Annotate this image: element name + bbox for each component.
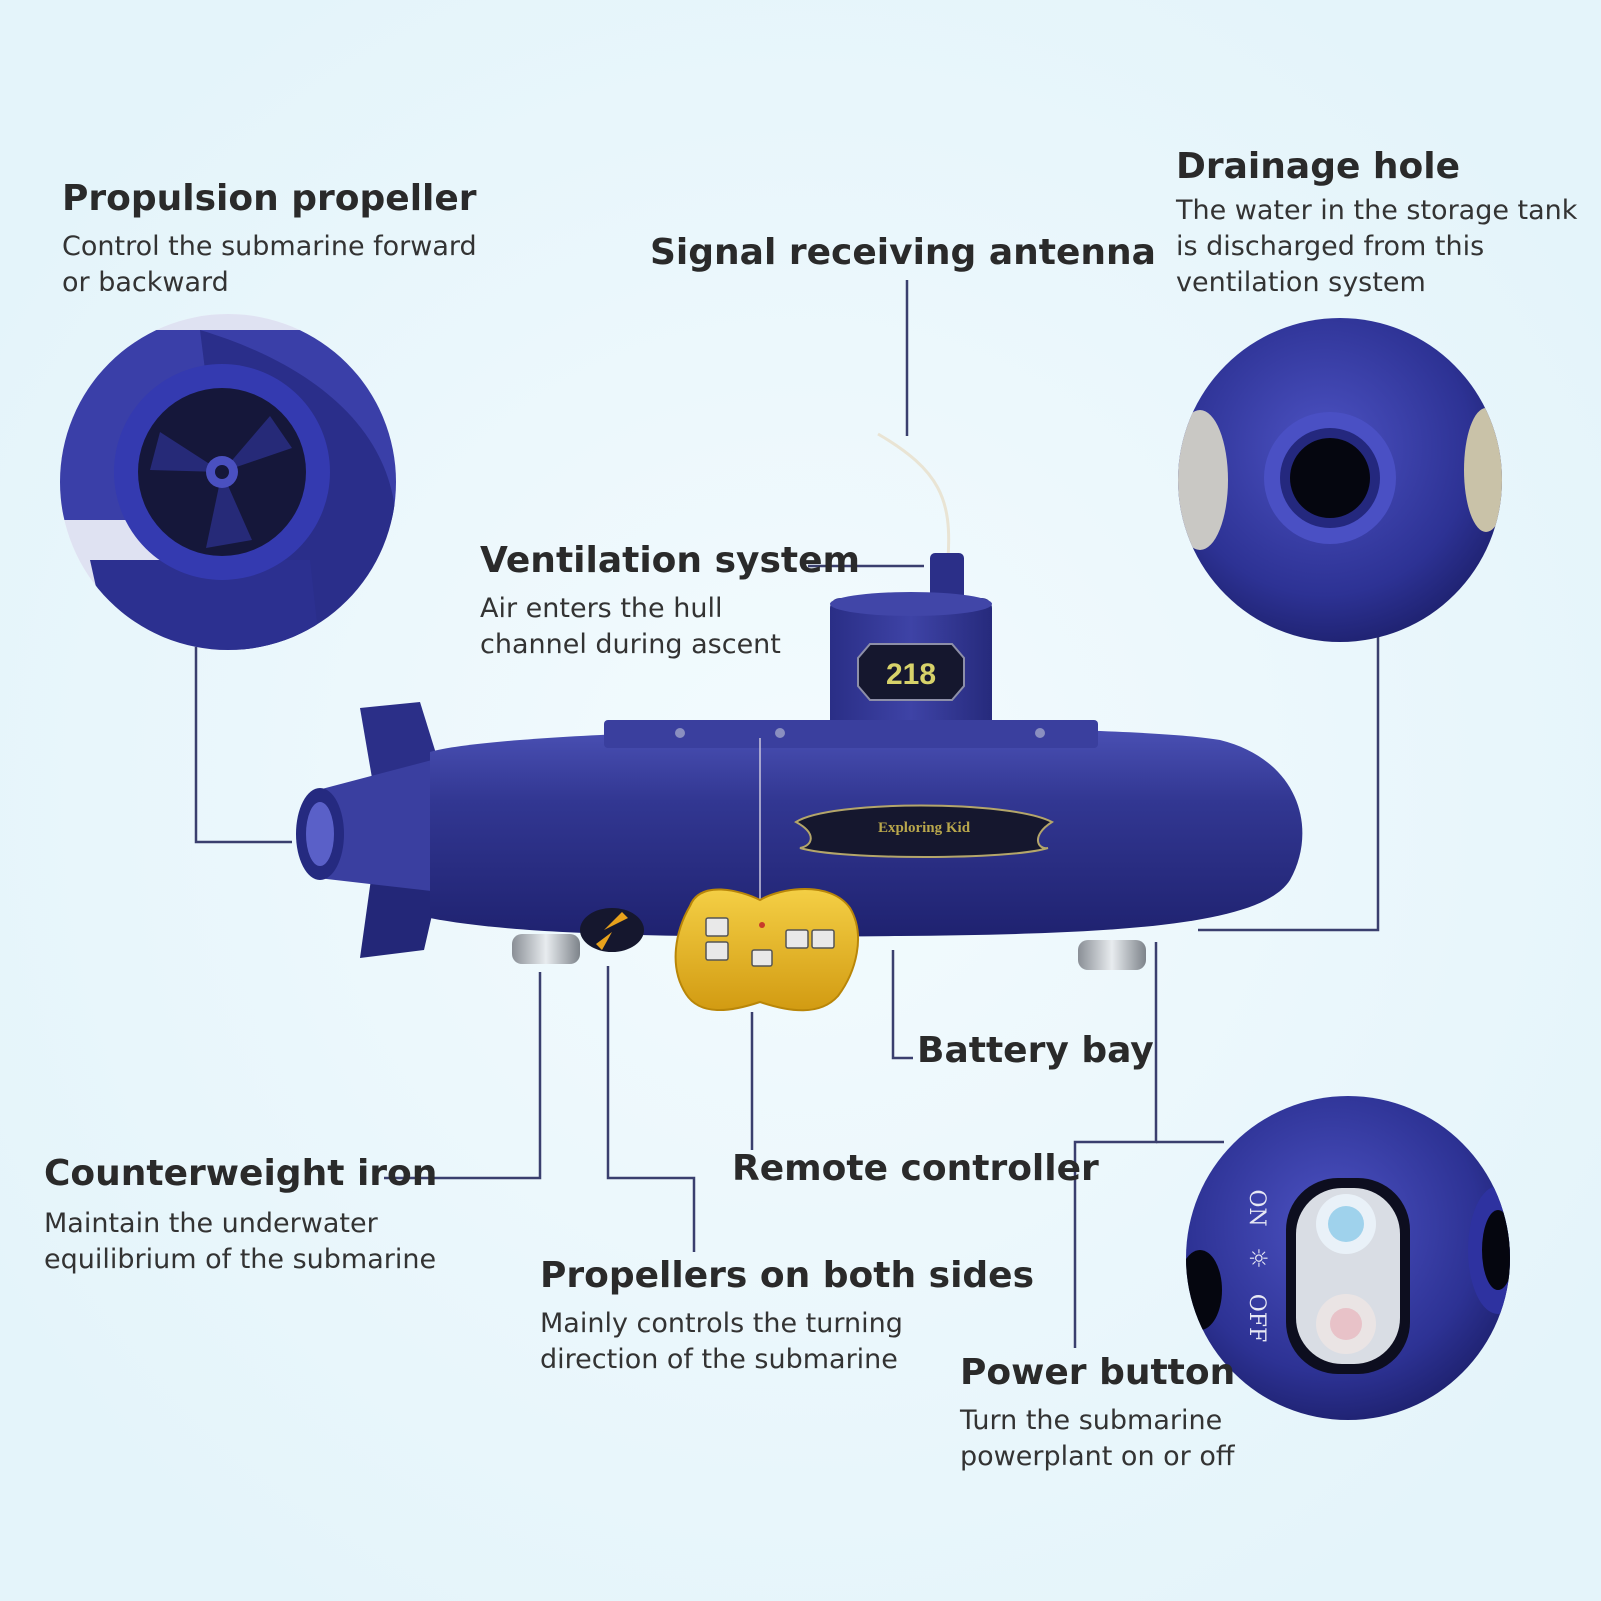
callout-signal-antenna: Signal receiving antenna [650,232,1156,273]
callout-title: Ventilation system [480,540,861,581]
submarine: 218 Exploring Kid [296,432,1303,970]
callout-counterweight-iron: Counterweight iron Maintain the underwat… [44,1153,437,1278]
leader-line-sides [606,966,696,1252]
callout-propulsion-propeller: Propulsion propeller Control the submari… [62,178,477,301]
propeller-shroud [318,760,440,892]
callout-description: Mainly controls the turning direction of… [540,1306,1034,1378]
tail-fin-bottom [360,872,440,958]
leader-lines [194,280,1380,1348]
callout-side-propellers: Propellers on both sides Mainly controls… [540,1255,1034,1378]
callout-title: Power button [960,1352,1236,1393]
callout-title: Propulsion propeller [62,178,477,219]
callout-description-line: is discharged from this [1176,231,1485,263]
hull-name-badge [794,804,1054,858]
counterweight-rear [512,934,580,964]
callout-drainage-hole: Drainage hole The water in the storage t… [1176,146,1577,301]
leader-line-propulsion [194,645,292,844]
callout-battery-bay: Battery bay [917,1030,1154,1071]
callout-power-button: Power button Turn the submarine powerpla… [960,1352,1235,1475]
callout-remote-controller: Remote controller [732,1148,1099,1189]
callout-description-line: Control the submarine forward [62,231,477,263]
callout-description: Air enters the hull channel during ascen… [480,591,860,663]
callout-description: The water in the storage tank is dischar… [1176,193,1577,301]
callout-title: Signal receiving antenna [650,232,1156,273]
callout-description-line: Air enters the hull [480,593,723,625]
callout-description-line: Mainly controls the turning [540,1308,903,1340]
leader-line-drainage [1198,576,1380,932]
callout-description: Turn the submarine powerplant on or off [960,1403,1235,1475]
hull-number: 218 [886,658,936,691]
callout-description-line: ventilation system [1176,267,1426,299]
light-icon: ☼ [1244,1247,1272,1269]
leader-line-battery [891,950,913,1060]
side-propeller [580,908,644,952]
callout-description-line: equilibrium of the submarine [44,1244,437,1276]
callout-description: Maintain the underwater equilibrium of t… [44,1206,437,1278]
callout-title: Counterweight iron [44,1153,438,1194]
power-switch-off-text: OFF [1244,1294,1269,1343]
zoom-propulsion-propeller [60,314,396,650]
callout-description-line: Turn the submarine [960,1405,1223,1437]
top-deck [604,720,1098,748]
callout-description-line: direction of the submarine [540,1344,898,1376]
hull-name: Exploring Kid [878,820,971,836]
callout-description: Control the submarine forward or backwar… [62,229,477,301]
callout-description-line: powerplant on or off [960,1441,1235,1473]
leader-line-power [1073,942,1158,1348]
zoom-power-button: ON OFF ☼ [1186,1096,1510,1420]
callout-title: Remote controller [732,1148,1099,1189]
callout-description-line: channel during ascent [480,629,781,661]
counterweight-front [1078,940,1146,970]
callout-description-line: The water in the storage tank [1176,195,1578,227]
power-switch-on-text: ON [1244,1189,1269,1226]
leader-line-counterweight [384,972,542,1180]
callout-title: Propellers on both sides [540,1255,1035,1296]
callout-title: Drainage hole [1176,146,1461,187]
remote-controller [674,888,859,1012]
callout-description-line: or backward [62,267,229,299]
callout-ventilation-system: Ventilation system Air enters the hull c… [480,540,860,663]
tail-fin-top [360,702,438,778]
antenna-wire [877,432,951,559]
zoom-drainage-hole [1178,318,1502,642]
hull-number-plate [857,643,965,701]
callout-title: Battery bay [917,1030,1154,1071]
callout-description-line: Maintain the underwater [44,1208,378,1240]
